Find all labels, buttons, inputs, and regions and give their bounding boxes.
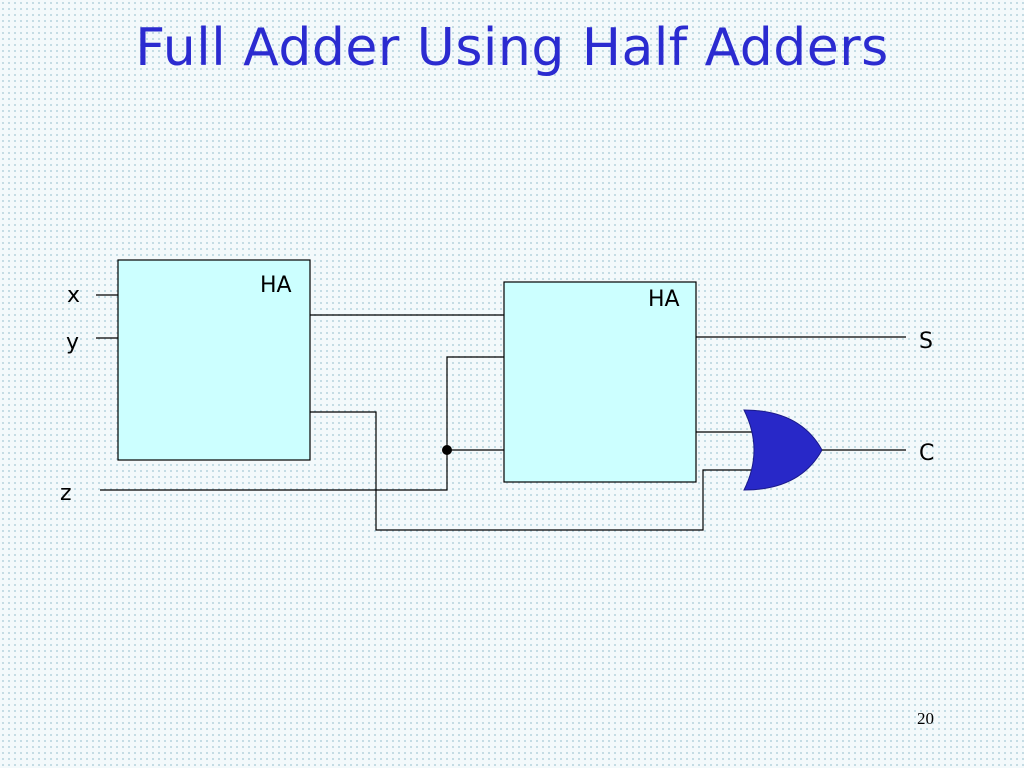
wire-junction-dot [442, 445, 452, 455]
input-z-label: z [60, 481, 72, 506]
half-adder-1-label: HA [260, 273, 292, 298]
half-adder-2-block [503, 281, 697, 483]
input-y-label: y [66, 330, 79, 355]
half-adder-2-label: HA [648, 287, 680, 312]
half-adder-1-block [117, 259, 311, 461]
or-gate-symbol [743, 409, 823, 491]
output-s-label: S [919, 329, 933, 354]
slide-title: Full Adder Using Half Adders [135, 18, 889, 78]
input-z-wire [100, 356, 504, 491]
output-c-label: C [919, 441, 934, 466]
ha1-carry-wire [310, 411, 752, 531]
page-number: 20 [917, 709, 934, 728]
input-x-label: x [67, 283, 80, 308]
